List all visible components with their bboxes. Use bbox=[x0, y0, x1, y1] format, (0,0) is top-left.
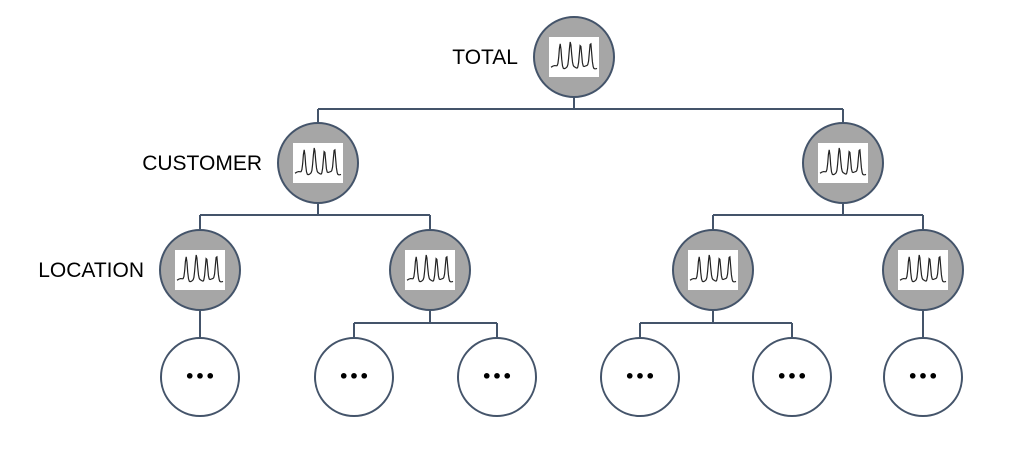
series-nodes bbox=[159, 16, 964, 311]
leaf-node-6: ••• bbox=[883, 337, 963, 417]
leaf-circle bbox=[883, 337, 963, 417]
leaf-node-2: ••• bbox=[314, 337, 394, 417]
leaf-circle bbox=[160, 337, 240, 417]
leaf-circle bbox=[752, 337, 832, 417]
leaf-ellipsis: ••• bbox=[777, 367, 808, 386]
level-label-customer: CUSTOMER bbox=[142, 152, 262, 175]
node-customer-left bbox=[277, 122, 359, 204]
leaf-node-3: ••• bbox=[457, 337, 537, 417]
time-series-sparkline-icon bbox=[406, 254, 454, 283]
leaf-ellipsis: ••• bbox=[482, 367, 513, 386]
node-location-4 bbox=[882, 229, 964, 311]
time-series-sparkline-icon bbox=[899, 254, 947, 283]
leaf-ellipsis: ••• bbox=[185, 367, 216, 386]
time-series-sparkline-icon bbox=[689, 254, 737, 283]
leaf-circle bbox=[457, 337, 537, 417]
node-location-3 bbox=[672, 229, 754, 311]
time-series-sparkline-icon bbox=[294, 147, 342, 176]
leaf-ellipsis: ••• bbox=[908, 367, 939, 386]
node-location-2 bbox=[389, 229, 471, 311]
time-series-sparkline-icon bbox=[819, 147, 867, 176]
leaf-circle bbox=[314, 337, 394, 417]
level-label-total: TOTAL bbox=[452, 46, 518, 69]
leaf-ellipsis: ••• bbox=[625, 367, 656, 386]
time-series-sparkline-icon bbox=[550, 41, 598, 70]
leaf-ellipsis: ••• bbox=[339, 367, 370, 386]
level-label-location: LOCATION bbox=[38, 259, 144, 282]
leaf-node-1: ••• bbox=[160, 337, 240, 417]
leaf-nodes: ••• ••• ••• ••• ••• ••• bbox=[160, 337, 963, 417]
node-customer-right bbox=[802, 122, 884, 204]
time-series-sparkline-icon bbox=[176, 254, 224, 283]
node-location-1 bbox=[159, 229, 241, 311]
leaf-circle bbox=[600, 337, 680, 417]
leaf-node-5: ••• bbox=[752, 337, 832, 417]
node-total bbox=[533, 16, 615, 98]
leaf-node-4: ••• bbox=[600, 337, 680, 417]
connector-lines bbox=[199, 97, 924, 339]
